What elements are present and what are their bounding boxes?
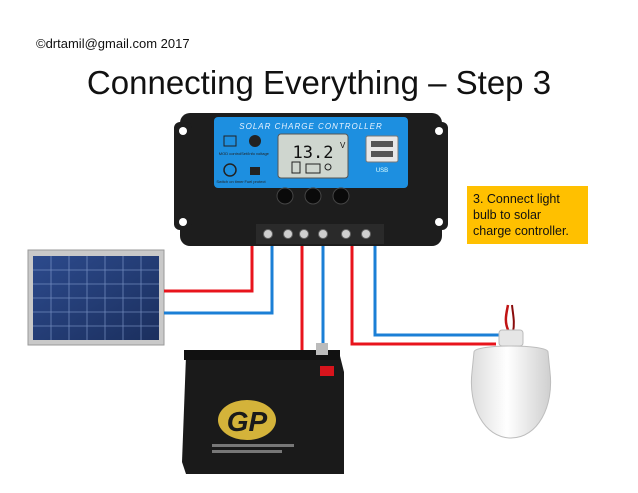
gear-icon [249,135,261,147]
battery-brand: GP [227,406,268,437]
copyright-text: ©drtamil@gmail.com 2017 [36,36,190,51]
icon-label-mode: MOD control [219,151,242,156]
panel-negative-wire [164,234,288,315]
solar-panel [27,249,165,346]
mode-icon [223,135,237,147]
clock-icon [223,163,237,177]
light-bulb [470,304,552,439]
battery-positive-terminal [320,366,334,376]
lcd-bulb-icon [324,163,332,171]
controller-banner: SOLAR CHARGE CONTROLLER [239,122,382,131]
icon-label-set: Set/Info voltage [241,151,270,156]
lcd-unit: V [340,141,346,150]
load-positive-wire [350,236,496,346]
usb-label: USB [376,168,388,174]
lcd-battery-icon [305,163,321,174]
lcd-panel-icon [291,161,301,174]
slide-title: Connecting Everything – Step 3 [86,64,552,101]
icon-label-timer: Switch on timer [216,179,244,184]
lock-icon [250,167,260,175]
load-negative-wire [373,236,500,337]
callout-box: 3. Connect light bulb to solar charge co… [467,186,588,244]
icon-label-protect: Fuel protect [244,179,266,184]
battery-negative-terminal [316,343,328,355]
battery: GP [182,343,344,474]
battery-logo [218,400,276,440]
solar-charge-controller: SOLAR CHARGE CONTROLLER 13.2 V MOD contr… [174,113,448,246]
lcd-voltage: 13.2 [293,143,334,163]
